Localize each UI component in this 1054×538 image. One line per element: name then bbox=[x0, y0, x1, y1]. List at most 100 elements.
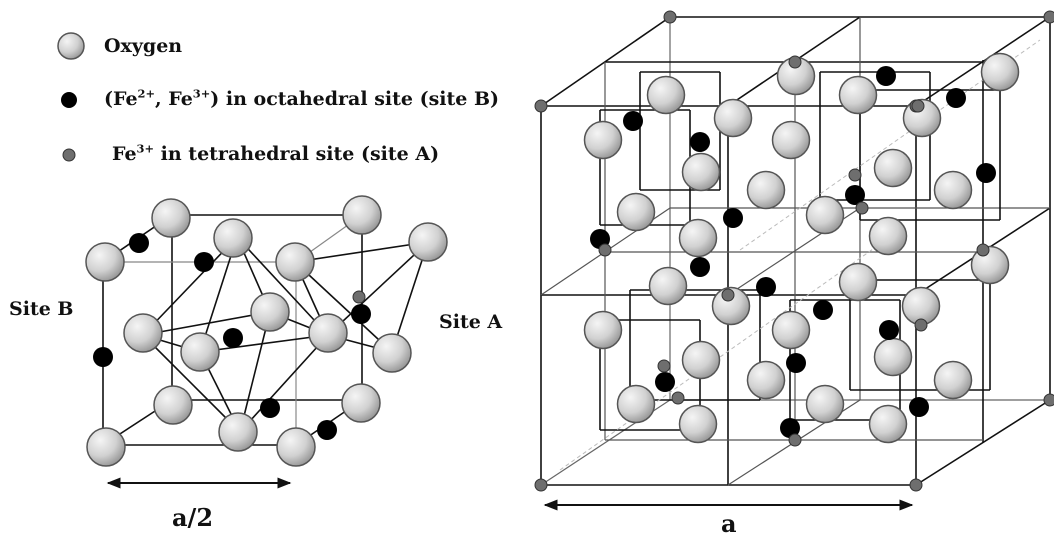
oxygen-atom bbox=[771, 310, 811, 350]
oxygen-atom bbox=[408, 222, 448, 262]
oxygen-atom bbox=[868, 216, 908, 256]
oxygen-atom bbox=[646, 75, 686, 115]
oxygen-atom bbox=[678, 218, 718, 258]
tetrahedral-fe-atom bbox=[788, 433, 802, 447]
octahedral-fe-atom bbox=[317, 420, 337, 440]
legend-site-a-label: Fe3+ in tetrahedral site (site A) bbox=[112, 141, 440, 165]
tetrahedral-fe-atom bbox=[352, 290, 366, 304]
tetrahedral-fe-atom bbox=[1043, 393, 1054, 407]
oxygen-atom bbox=[123, 313, 163, 353]
oxygen-atom bbox=[713, 98, 753, 138]
oxygen-atom bbox=[616, 384, 656, 424]
oxygen-atom bbox=[873, 148, 913, 188]
oxygen-atom bbox=[250, 292, 290, 332]
octahedral-fe-atom bbox=[879, 320, 899, 340]
octahedral-fe-atom bbox=[690, 132, 710, 152]
tetrahedron-edge bbox=[327, 241, 429, 336]
oxygen-atom bbox=[648, 266, 688, 306]
tetrahedral-fe-atom bbox=[663, 10, 677, 24]
oxygen-atom bbox=[746, 170, 786, 210]
oxygen-atom bbox=[276, 427, 316, 467]
oxygen-atom bbox=[372, 333, 412, 373]
tetrahedral-fe-atom bbox=[855, 201, 869, 215]
oxygen-atom bbox=[218, 412, 258, 452]
oxygen-atom bbox=[980, 52, 1020, 92]
oxygen-atom bbox=[681, 340, 721, 380]
tetrahedral-fe-atom bbox=[671, 391, 685, 405]
oxygen-atom bbox=[583, 120, 623, 160]
octahedron-edge bbox=[142, 334, 241, 433]
octahedral-fe-atom bbox=[780, 418, 800, 438]
tetrahedral-fe-atom bbox=[598, 243, 612, 257]
octahedral-fe-atom bbox=[909, 397, 929, 417]
oxygen-atom bbox=[746, 360, 786, 400]
half-cell-dimension-label: a/2 bbox=[172, 503, 214, 532]
octahedral-fe-atom bbox=[756, 277, 776, 297]
oxygen-atom bbox=[933, 360, 973, 400]
oxygen-atom bbox=[933, 170, 973, 210]
octahedral-fe-atom bbox=[260, 398, 280, 418]
octahedral-fe-atom bbox=[946, 88, 966, 108]
oxygen-atom bbox=[342, 195, 382, 235]
atoms bbox=[85, 10, 1054, 492]
oxygen-atom bbox=[681, 152, 721, 192]
site-b-label: Site B bbox=[9, 298, 74, 320]
diagonal-guide bbox=[739, 39, 1041, 251]
octahedron-edge bbox=[142, 311, 271, 336]
tetrahedral-fe-atom bbox=[534, 99, 548, 113]
oxygen-atom bbox=[805, 384, 845, 424]
oxygen-atom bbox=[838, 262, 878, 302]
tetrahedral-fe-atom bbox=[721, 288, 735, 302]
oxygen-atom bbox=[341, 383, 381, 423]
octahedral-fe-atom bbox=[351, 304, 371, 324]
oxygen-atom bbox=[678, 404, 718, 444]
octahedral-fe-atom bbox=[655, 372, 675, 392]
tetrahedral-fe-atom bbox=[534, 478, 548, 492]
oxygen-atom bbox=[308, 313, 348, 353]
tetrahedral-fe-atom bbox=[848, 168, 862, 182]
octahedral-fe-atom bbox=[786, 353, 806, 373]
oxygen-atom bbox=[583, 310, 623, 350]
oxygen-atom bbox=[771, 120, 811, 160]
tetrahedral-fe-atom bbox=[976, 243, 990, 257]
octahedral-fe-atom bbox=[723, 208, 743, 228]
octahedral-fe-atom bbox=[845, 185, 865, 205]
oxygen-atom bbox=[86, 427, 126, 467]
legend-site-b-label: (Fe2+, Fe3+) in octahedral site (site B) bbox=[104, 86, 500, 110]
octahedral-fe-atom bbox=[876, 66, 896, 86]
full-cell-dimension-label: a bbox=[721, 509, 737, 538]
octahedron-edge bbox=[239, 311, 271, 433]
tetrahedron-edge bbox=[294, 261, 393, 353]
octahedron-edge bbox=[239, 334, 329, 433]
octahedral-fe-atom bbox=[976, 163, 996, 183]
oxygen-atom bbox=[275, 242, 315, 282]
octahedral-fe-atom bbox=[129, 233, 149, 253]
octahedral-fe-atom bbox=[194, 252, 214, 272]
site-b-legend-icon bbox=[61, 92, 77, 108]
octahedral-fe-atom bbox=[93, 347, 113, 367]
legend-oxygen-label: Oxygen bbox=[104, 35, 183, 57]
oxygen-atom bbox=[151, 198, 191, 238]
tetrahedral-fe-atom bbox=[911, 99, 925, 113]
octahedron-edge bbox=[236, 236, 329, 336]
octahedron-edge bbox=[199, 334, 329, 353]
site-a-legend-icon bbox=[62, 148, 76, 162]
oxygen-atom bbox=[868, 404, 908, 444]
oxygen-atom bbox=[805, 195, 845, 235]
oxygen-atom bbox=[616, 192, 656, 232]
oxygen-atom bbox=[180, 332, 220, 372]
oxygen-atom bbox=[873, 337, 913, 377]
tetrahedral-fe-atom bbox=[909, 478, 923, 492]
tetrahedral-fe-atom bbox=[1043, 10, 1054, 24]
tetrahedron-edge bbox=[294, 241, 429, 263]
tetrahedral-fe-atom bbox=[914, 318, 928, 332]
octahedral-fe-atom bbox=[690, 257, 710, 277]
site-a-label: Site A bbox=[439, 311, 503, 333]
oxygen-atom bbox=[153, 385, 193, 425]
oxygen-atom bbox=[85, 242, 125, 282]
octahedral-fe-atom bbox=[623, 111, 643, 131]
octahedral-fe-atom bbox=[813, 300, 833, 320]
